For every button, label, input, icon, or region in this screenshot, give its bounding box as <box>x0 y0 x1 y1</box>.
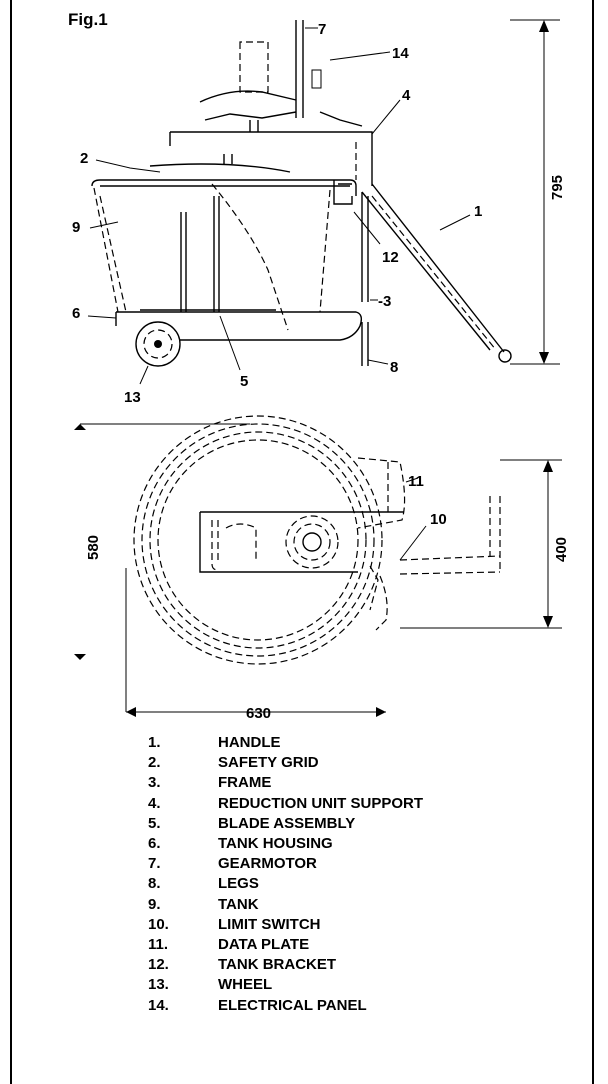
legend-item-text: HANDLE <box>218 734 281 751</box>
tank-outer-circle <box>133 415 383 665</box>
callout-8: 8 <box>390 359 398 376</box>
blade-left <box>180 212 187 312</box>
limit-switch <box>399 496 501 575</box>
legend-item-number: 10. <box>148 915 169 933</box>
callout-9: 9 <box>72 219 80 236</box>
legend-item-text: TANK <box>218 895 259 913</box>
gearmotor-disc <box>285 515 339 569</box>
tank-right-wall <box>319 189 331 313</box>
side-view <box>91 20 512 367</box>
safety-grid <box>149 154 291 173</box>
legend-item-number: 6. <box>148 835 161 852</box>
dimension-630-label: 630 <box>246 705 271 722</box>
legend-item-number: 13. <box>148 976 169 994</box>
legend-item-text: LIMIT SWITCH <box>218 915 321 933</box>
legend-item-number: 9. <box>148 895 161 913</box>
figure-frame <box>10 0 594 1084</box>
gearmotor-housing <box>199 90 363 127</box>
blade-right <box>213 196 220 312</box>
callout-13: 13 <box>124 389 141 406</box>
electrical-panel <box>311 69 322 89</box>
frame-post <box>361 192 369 302</box>
handle-grip <box>498 349 512 363</box>
leader-lines-side <box>87 27 471 385</box>
callout-11: 11 <box>408 473 424 490</box>
callout-12: 12 <box>382 249 399 266</box>
legs <box>361 322 369 366</box>
technical-drawing: 7 14 4 2 1 9 12 6 -3 8 5 13 795 <box>72 19 570 722</box>
reduction-unit-support <box>169 131 373 146</box>
legend-item-text: REDUCTION UNIT SUPPORT <box>218 794 424 812</box>
callout-7: 7 <box>318 21 326 38</box>
dimension-795: 795 <box>510 19 566 365</box>
data-plate <box>357 457 406 529</box>
callout-10: 10 <box>430 511 447 528</box>
legend-item-text: WHEEL <box>218 976 273 994</box>
legend-item-number: 4. <box>148 794 161 812</box>
dimension-400-label: 400 <box>553 537 570 562</box>
legend-item-text: LEGS <box>218 875 259 893</box>
tank-blade-curve <box>211 183 289 331</box>
legend-item-number: 1. <box>148 734 161 751</box>
dimension-580: 580 <box>74 423 250 660</box>
dimension-580-label: 580 <box>85 535 102 560</box>
legend-item-text: TANK HOUSING <box>218 835 333 852</box>
dimension-795-label: 795 <box>549 175 566 200</box>
tank-housing <box>116 311 363 341</box>
figure-title: Fig.1 <box>68 10 108 29</box>
legend-item-number: 11. <box>148 936 169 953</box>
gearmotor-shaft <box>295 20 304 118</box>
handle-lower <box>361 191 491 351</box>
legend-item-text: ELECTRICAL PANEL <box>218 996 367 1014</box>
legend-item-text: SAFETY GRID <box>218 754 319 772</box>
wheel-outer <box>135 321 181 367</box>
legend-item-number: 12. <box>148 956 169 974</box>
callout-4: 4 <box>402 87 411 104</box>
wheel-inner <box>143 329 173 359</box>
dimension-400: 400 <box>400 459 570 629</box>
legend-item-text: FRAME <box>218 774 272 792</box>
tank-rim <box>91 179 357 196</box>
legend-item-number: 3. <box>148 774 161 792</box>
gearmotor-body <box>239 41 269 93</box>
callout-6: 6 <box>72 305 80 322</box>
legend-item-number: 7. <box>148 855 161 873</box>
wheel-hub <box>154 340 162 348</box>
callout-1: 1 <box>474 203 482 220</box>
legend-item-number: 5. <box>148 814 161 832</box>
legend-item-number: 14. <box>148 996 169 1014</box>
legend-item-number: 8. <box>148 875 161 893</box>
dimension-630: 630 <box>125 568 386 722</box>
callout-14: 14 <box>392 45 409 62</box>
tank-left-wall <box>93 187 127 313</box>
leader-lines-top <box>399 477 427 561</box>
legend-item-text: DATA PLATE <box>218 936 310 953</box>
tank-bracket <box>333 180 353 205</box>
callout-3: -3 <box>378 293 391 310</box>
legend-item-text: TANK BRACKET <box>218 956 337 974</box>
legend-item-text: GEARMOTOR <box>218 855 317 873</box>
callout-2: 2 <box>80 150 88 167</box>
legend-item-number: 2. <box>148 754 161 772</box>
top-view <box>133 415 501 665</box>
handle-upper <box>371 183 505 353</box>
callout-5: 5 <box>240 373 248 390</box>
legend-item-text: BLADE ASSEMBLY <box>218 814 356 832</box>
